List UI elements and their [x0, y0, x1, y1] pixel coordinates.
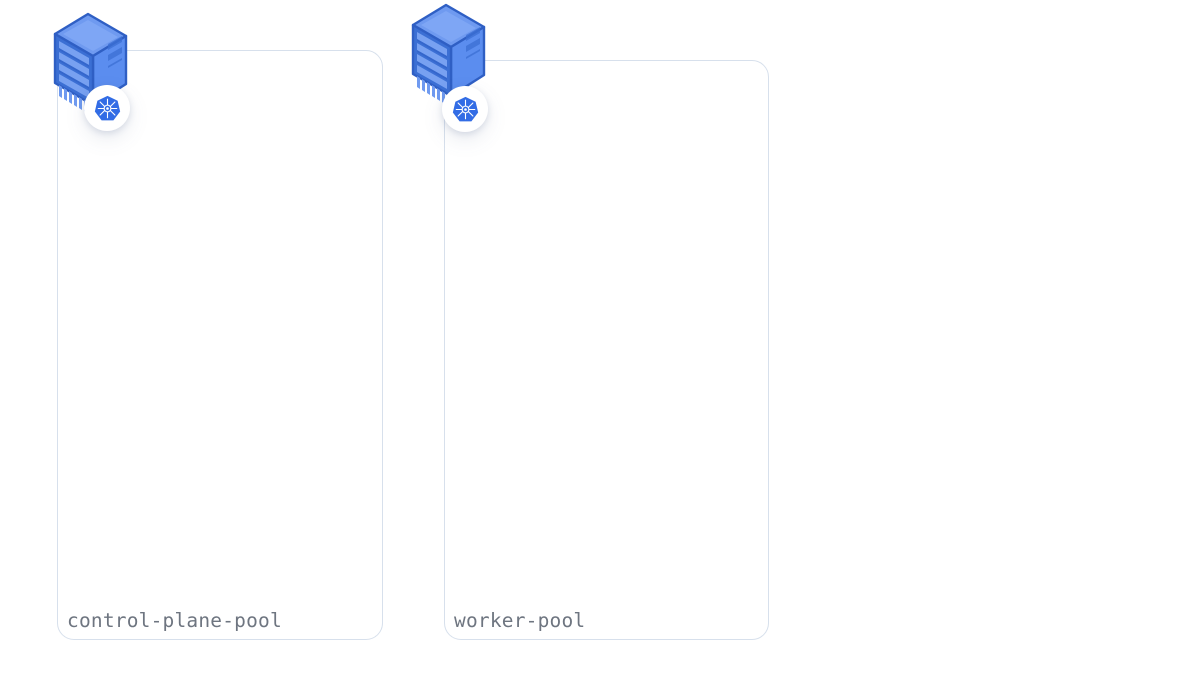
kubernetes-icon [84, 85, 130, 131]
node-pool-card-worker-pool[interactable]: worker-pool [444, 60, 769, 640]
node-pool-label: control-plane-pool [67, 609, 282, 632]
server-rack-icon [410, 3, 488, 111]
kubernetes-icon [442, 86, 488, 132]
node-pool-label: worker-pool [454, 609, 586, 632]
node-pool-card-control-plane-pool[interactable]: control-plane-pool [57, 50, 383, 640]
